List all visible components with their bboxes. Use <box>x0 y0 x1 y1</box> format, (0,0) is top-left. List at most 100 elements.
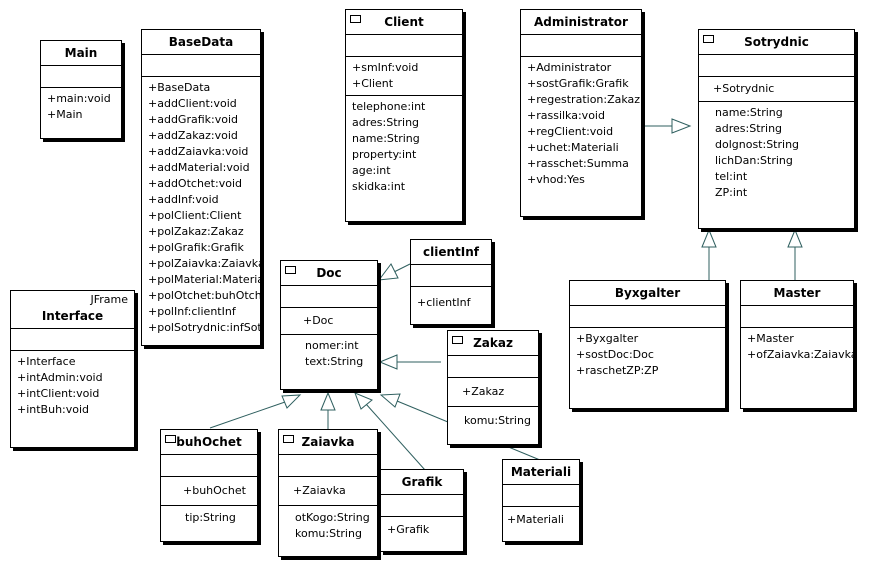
class-buhochet-name: buhOchet <box>176 435 242 449</box>
class-icon <box>165 435 176 443</box>
class-zakaz-operations: +Zakaz <box>448 378 538 407</box>
class-grafik-title: Grafik <box>381 470 463 495</box>
attribute: ZP:int <box>715 186 748 199</box>
operation: +Doc <box>303 314 334 327</box>
operation: +sostGrafik:Grafik <box>527 77 629 90</box>
class-basedata[interactable]: BaseData +BaseData +addClient:void +addG… <box>141 29 261 346</box>
class-grafik[interactable]: Grafik +Grafik <box>380 469 464 552</box>
generalization-arrowhead <box>671 118 692 134</box>
operation: +addOtchet:void <box>148 177 242 190</box>
class-administrator-operations: +Administrator +sostGrafik:Grafik +reges… <box>521 57 641 191</box>
class-interface[interactable]: JFrame Interface +Interface +intAdmin:vo… <box>10 290 135 448</box>
class-buhochet-operations: +buhOchet <box>161 477 257 506</box>
class-zakaz[interactable]: Zakaz +Zakaz komu:String <box>447 330 539 445</box>
generalization-arrowhead <box>281 394 302 409</box>
class-buhochet[interactable]: buhOchet +buhOchet tip:String <box>160 429 258 542</box>
class-clientinf-operations: +clientInf <box>411 287 491 319</box>
generalization-clientinf-doc[interactable] <box>393 263 411 273</box>
class-byxgalter[interactable]: Byxgalter +Byxgalter +sostDoc:Doc +rasch… <box>569 280 726 409</box>
class-zaiavka-attributes: otKogo:String komu:String <box>279 506 377 546</box>
class-basedata-attributes <box>142 55 260 77</box>
class-zaiavka-empty <box>279 455 377 477</box>
operation: +polZaiavka:Zaiavka <box>148 257 260 270</box>
operation: +addClient:void <box>148 97 237 110</box>
class-byxgalter-operations: +Byxgalter +sostDoc:Doc +raschetZP:ZP <box>570 328 725 382</box>
attribute: skidka:int <box>352 180 406 193</box>
class-master[interactable]: Master +Master +ofZaiavka:Zaiavka <box>740 280 858 409</box>
class-zaiavka[interactable]: Zaiavka +Zaiavka otKogo:String komu:Stri… <box>278 429 378 557</box>
class-zaiavka-operations: +Zaiavka <box>279 477 377 506</box>
class-sotrydnic[interactable]: Sotrydnic +Sotrydnic name:String adres:S… <box>698 29 855 229</box>
class-materiali-operations: +Materiali <box>503 507 579 533</box>
class-main-attributes <box>41 66 121 88</box>
generalization-grafik-doc[interactable] <box>365 403 426 471</box>
class-materiali[interactable]: Materiali +Materiali <box>502 459 580 542</box>
class-doc-title: Doc <box>281 261 377 286</box>
class-client-empty <box>346 35 462 57</box>
class-client-name: Client <box>384 15 424 29</box>
operation: +intClient:void <box>17 387 100 400</box>
operation: +clientInf <box>417 296 471 309</box>
class-basedata-operations: +BaseData +addClient:void +addGrafik:voi… <box>142 77 260 339</box>
operation: +Interface <box>17 355 76 368</box>
operation: +polSotrydnic:infSotr <box>148 321 260 334</box>
operation: +addGrafik:void <box>148 113 238 126</box>
attribute: dolgnost:String <box>715 138 800 151</box>
class-buhochet-title: buhOchet <box>161 430 257 455</box>
class-byxgalter-title: Byxgalter <box>570 281 725 306</box>
generalization-buhochet-doc[interactable] <box>209 401 286 429</box>
attribute: tip:String <box>185 511 236 524</box>
attribute: tel:int <box>715 170 748 183</box>
operation: +intAdmin:void <box>17 371 103 384</box>
operation: +regestration:Zakaz <box>527 93 641 106</box>
operation: +raschetZP:ZP <box>576 364 659 377</box>
class-administrator[interactable]: Administrator +Administrator +sostGrafik… <box>520 9 642 217</box>
class-doc[interactable]: Doc +Doc nomer:int text:String <box>280 260 378 390</box>
operation: +polOtchet:buhOtche <box>148 289 260 302</box>
operation: +rassilka:void <box>527 109 605 122</box>
operation: +addZaiavka:void <box>148 145 249 158</box>
class-clientinf-title: clientInf <box>411 240 491 265</box>
class-doc-operations: +Doc <box>281 308 377 335</box>
attribute: telephone:int <box>352 100 426 113</box>
class-sotrydnic-operations: +Sotrydnic <box>699 77 854 102</box>
class-client[interactable]: Client +smInf:void +Client telephone:int… <box>345 9 463 222</box>
attribute: age:int <box>352 164 391 177</box>
class-master-attributes <box>741 306 853 328</box>
class-client-operations: +smInf:void +Client <box>346 57 462 96</box>
class-zakaz-empty <box>448 356 538 378</box>
class-clientinf-attributes <box>411 265 491 287</box>
class-interface-title: JFrame Interface <box>11 291 134 329</box>
operation: +Byxgalter <box>576 332 639 345</box>
attribute: adres:String <box>715 122 783 135</box>
operation: +ofZaiavka:Zaiavka <box>747 348 858 361</box>
class-icon <box>283 435 294 443</box>
operation: +addZakaz:void <box>148 129 238 142</box>
generalization-arrowhead <box>379 393 401 408</box>
attribute: komu:String <box>464 414 531 427</box>
class-zakaz-name: Zakaz <box>473 336 513 350</box>
operation: +Sotrydnic <box>713 82 775 95</box>
class-clientinf[interactable]: clientInf +clientInf <box>410 239 492 325</box>
class-zakaz-title: Zakaz <box>448 331 538 356</box>
operation: +Materiali <box>507 513 564 526</box>
class-interface-attributes <box>11 329 134 351</box>
attribute: name:String <box>352 132 420 145</box>
attribute: nomer:int <box>305 339 359 352</box>
class-main-title: Main <box>41 41 121 66</box>
class-grafik-attributes <box>381 495 463 517</box>
class-icon <box>350 15 361 23</box>
operation: +Zakaz <box>462 385 505 398</box>
operation: +smInf:void <box>352 61 419 74</box>
class-administrator-title: Administrator <box>521 10 641 35</box>
class-main[interactable]: Main +main:void +Main <box>40 40 122 139</box>
operation: +main:void <box>47 92 111 105</box>
operation: +Master <box>747 332 794 345</box>
operation: +vhod:Yes <box>527 173 585 186</box>
generalization-arrowhead <box>787 228 803 248</box>
class-byxgalter-attributes <box>570 306 725 328</box>
class-doc-attributes: nomer:int text:String <box>281 335 377 373</box>
class-interface-name: Interface <box>41 309 104 323</box>
class-grafik-operations: +Grafik <box>381 517 463 543</box>
operation: +polZakaz:Zakaz <box>148 225 244 238</box>
